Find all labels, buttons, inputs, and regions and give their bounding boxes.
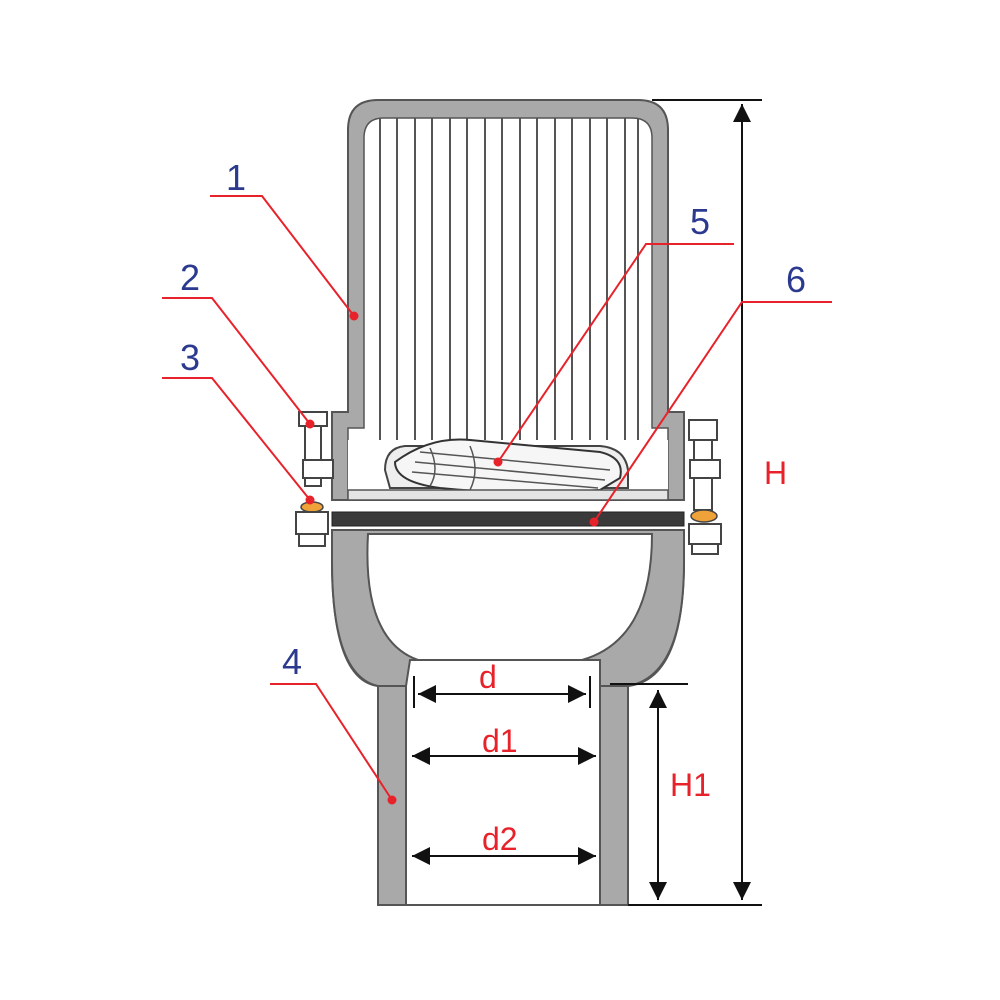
gasket [331,511,685,527]
dim-label-H: H [764,455,787,491]
callout-4: 4 [282,641,302,682]
callout-6: 6 [786,259,806,300]
strainer-cap [331,99,685,501]
valve-disc-assembly [347,438,669,501]
callout-1: 1 [226,157,246,198]
leader-dots [305,311,599,805]
valve-body [331,529,685,906]
bolt-left [295,411,334,547]
dim-label-d1: d1 [482,723,518,759]
bolt-right [688,419,722,555]
dim-label-H1: H1 [670,767,711,803]
callout-2: 2 [180,257,200,298]
strainer-slots [379,118,639,445]
dimension-lines [412,99,762,906]
callout-3: 3 [180,337,200,378]
dim-label-d2: d2 [482,821,518,857]
callout-5: 5 [690,201,710,242]
dim-label-d: d [479,659,497,695]
leader-lines [162,195,832,801]
